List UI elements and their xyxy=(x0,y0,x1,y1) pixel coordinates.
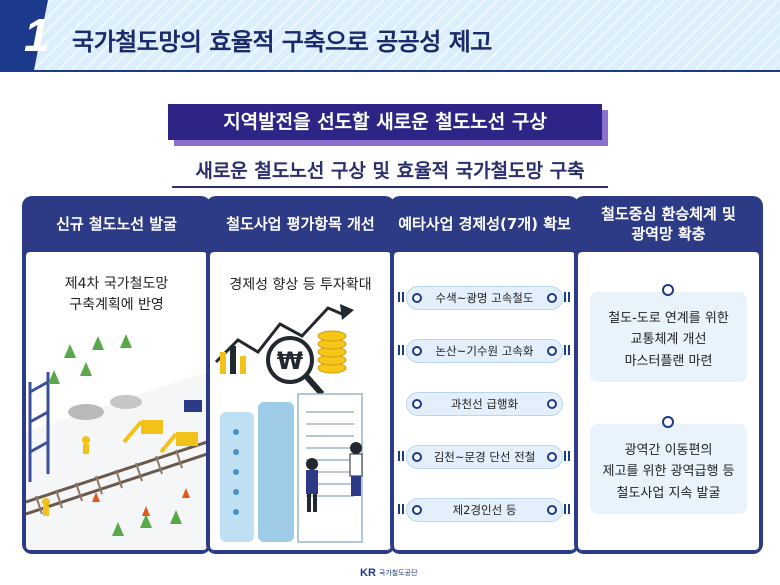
banner: 지역발전을 선도할 새로운 철도노선 구상 xyxy=(168,104,608,146)
column-head: 철도중심 환승체계 및 광역망 확충 xyxy=(601,204,736,243)
text-line: 광역간 이동편의 xyxy=(624,443,713,458)
info-box: 철도-도로 연계를 위한 교통체계 개선 마스터플랜 마련 xyxy=(590,292,747,383)
header-pattern xyxy=(0,0,780,72)
text-line: 구축계획에 반영 xyxy=(69,297,164,313)
station-dot-icon xyxy=(412,452,422,462)
rail-icon xyxy=(564,345,570,355)
station-dot-icon xyxy=(547,452,557,462)
subtitle: 새로운 철도노선 구상 및 효율적 국가철도망 구축 xyxy=(195,160,585,182)
list-item-label: 김천~문경 단선 전철 xyxy=(433,450,536,464)
list-item-label: 수색~광명 고속철도 xyxy=(435,291,534,305)
station-dot-icon xyxy=(412,293,422,303)
station-dot-icon xyxy=(412,346,422,356)
list-item: 논산~기수원 고속화 xyxy=(406,339,563,363)
logo-mark: KR xyxy=(360,567,376,579)
column-text: 경제성 향상 등 투자확대 xyxy=(229,277,372,293)
list-item-label: 제2경인선 등 xyxy=(452,503,517,517)
column-body: 철도-도로 연계를 위한 교통체계 개선 마스터플랜 마련 광역간 이동편의 제… xyxy=(578,252,759,550)
logo-name: 국가철도공단 xyxy=(378,569,418,577)
rail-icon xyxy=(398,292,404,302)
text-line: 철도-도로 연계를 위한 xyxy=(608,311,729,326)
station-dot-icon xyxy=(547,346,557,356)
rail-icon xyxy=(398,345,404,355)
column-transfer: 철도중심 환승체계 및 광역망 확충 철도-도로 연계를 위한 교통체계 개선 … xyxy=(574,196,763,554)
station-dot-icon xyxy=(412,399,422,409)
station-dot-icon xyxy=(547,505,557,515)
banner-text: 지역발전을 선도할 새로운 철도노선 구상 xyxy=(168,104,602,140)
column-head: 예타사업 경제성(7개) 확보 xyxy=(398,214,571,233)
column-text: 제4차 국가철도망 구축계획에 반영 xyxy=(26,274,207,316)
text-line: 제4차 국가철도망 xyxy=(64,276,169,292)
ring-icon xyxy=(662,284,674,296)
rail-icon xyxy=(564,292,570,302)
section-number: 1 xyxy=(24,9,50,61)
column-head: 신규 철도노선 발굴 xyxy=(56,214,177,233)
ring-icon xyxy=(662,416,674,428)
info-box: 광역간 이동편의 제고를 위한 광역급행 등 철도사업 지속 발굴 xyxy=(590,424,747,515)
list-item-label: 논산~기수원 고속화 xyxy=(435,344,534,358)
list-item: 과천선 급행화 xyxy=(406,392,563,416)
column-body: 수색~광명 고속철도 논산~기수원 고속화 과천선 급행화 김천~문경 단선 전… xyxy=(394,252,575,550)
column-feasibility: 예타사업 경제성(7개) 확보 수색~광명 고속철도 논산~기수원 고속화 과천… xyxy=(390,196,579,554)
header-divider xyxy=(0,70,780,72)
station-dot-icon xyxy=(547,399,557,409)
column-evaluation: 철도사업 평가항목 개선 경제성 향상 등 투자확대 ₩ xyxy=(206,196,395,554)
currency-symbol: ₩ xyxy=(277,347,304,375)
station-dot-icon xyxy=(412,505,422,515)
construction-illustration xyxy=(26,334,207,550)
column-new-routes: 신규 철도노선 발굴 제4차 국가철도망 구축계획에 반영 xyxy=(22,196,211,554)
text-line: 마스터플랜 마련 xyxy=(624,353,713,369)
rail-icon xyxy=(398,451,404,461)
text-line: 철도사업 지속 발굴 xyxy=(616,485,721,501)
footer-logo: KR 국가철도공단 xyxy=(360,566,418,580)
list-item: 김천~문경 단선 전철 xyxy=(406,445,563,469)
text-line: 교통체계 개선 xyxy=(630,332,707,348)
list-item: 제2경인선 등 xyxy=(406,498,563,522)
subtitle-underline xyxy=(172,186,608,188)
investment-illustration: ₩ xyxy=(214,304,363,543)
list-item-label: 과천선 급행화 xyxy=(450,397,519,411)
rail-icon xyxy=(564,451,570,461)
page-header: 1 국가철도망의 효율적 구축으로 공공성 제고 xyxy=(0,0,780,72)
page-title: 국가철도망의 효율적 구축으로 공공성 제고 xyxy=(72,28,492,56)
station-dot-icon xyxy=(547,293,557,303)
list-item: 수색~광명 고속철도 xyxy=(406,286,563,310)
column-head: 철도사업 평가항목 개선 xyxy=(226,214,375,233)
rail-icon xyxy=(564,504,570,514)
column-body: 경제성 향상 등 투자확대 ₩ xyxy=(210,252,391,550)
rail-icon xyxy=(398,504,404,514)
column-body: 제4차 국가철도망 구축계획에 반영 xyxy=(26,252,207,550)
text-line: 제고를 위한 광역급행 등 xyxy=(602,464,735,480)
